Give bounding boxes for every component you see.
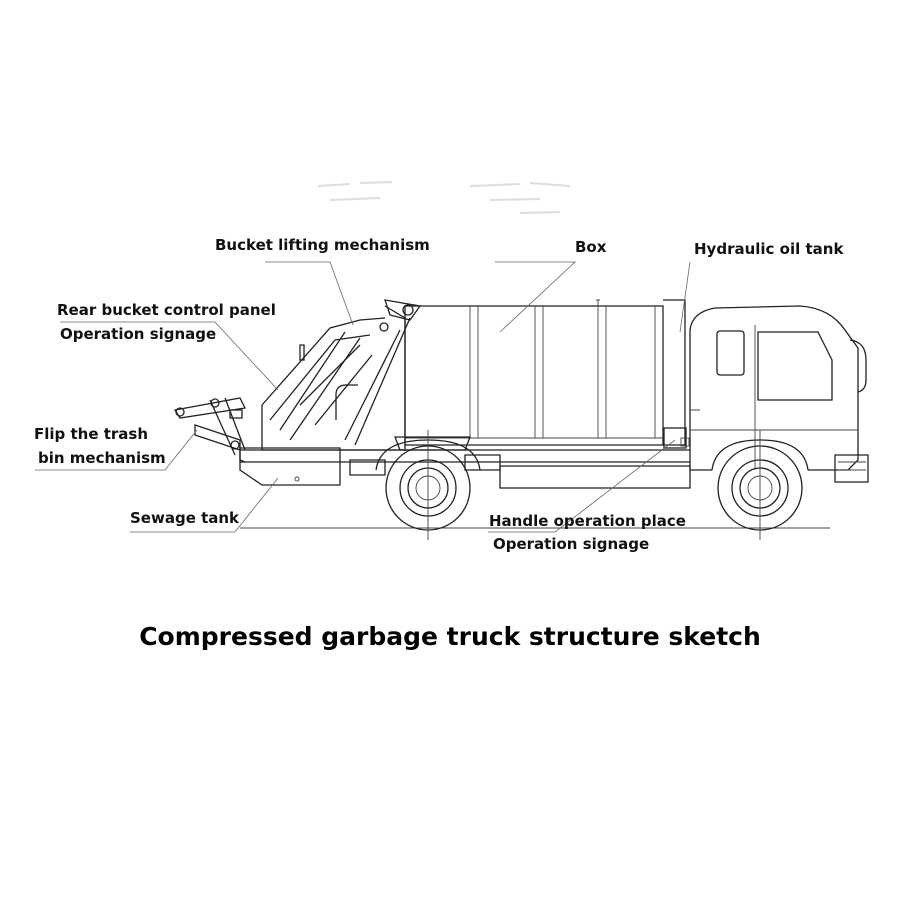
front-wheel [711,430,809,540]
faint-marks [317,181,571,214]
label-flip-line2: bin mechanism [38,449,166,467]
leader-lines [35,261,691,533]
diagram-title: Compressed garbage truck structure sketc… [139,622,761,651]
label-handle-place: Handle operation place [489,512,686,530]
label-box: Box [575,238,607,256]
sewage-tank [239,447,341,486]
cab [689,305,869,483]
label-flip-line1: Flip the trash [34,425,149,443]
box-body [394,299,686,451]
rear-wheel [349,430,501,540]
rear-compactor [261,299,422,451]
label-bucket-lifting: Bucket lifting mechanism [215,236,430,254]
label-rear-bucket-panel: Rear bucket control panel [57,301,276,319]
label-operation-signage-2: Operation signage [493,535,650,553]
label-operation-signage-1: Operation signage [60,325,217,343]
label-sewage-tank: Sewage tank [130,509,240,527]
hydraulic-tank [663,427,690,449]
label-hydraulic-tank: Hydraulic oil tank [694,240,844,258]
flip-bin-mechanism [173,397,246,463]
